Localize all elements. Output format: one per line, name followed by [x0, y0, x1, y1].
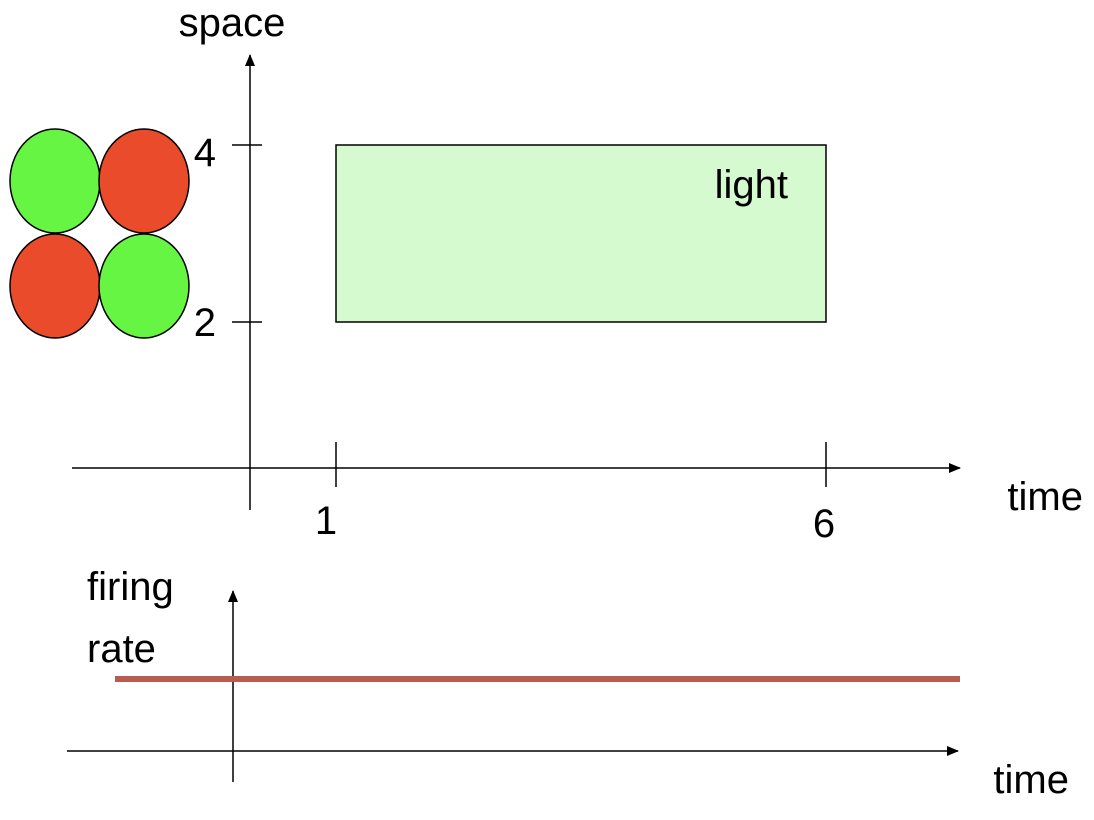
receptive-field: [9, 128, 190, 339]
space-axis-label: space: [179, 1, 286, 45]
firing-rate-label-line1: firing: [87, 565, 174, 609]
x-tick-label-1: 1: [315, 499, 337, 543]
time-axis-bottom-label: time: [993, 758, 1069, 802]
firing-rate-label-line2: rate: [87, 627, 156, 671]
y-tick-label-4: 4: [194, 131, 216, 175]
light-label: light: [715, 163, 788, 207]
y-tick-label-2: 2: [194, 301, 216, 345]
bottom-plot: firing rate time: [67, 565, 1069, 802]
rf-cell-bottom-left: [9, 233, 101, 339]
rf-cell-bottom-right: [98, 233, 190, 339]
top-plot: light space 4 2 time 1 6: [72, 1, 1083, 546]
rf-cell-top-left: [9, 128, 101, 234]
light-stimulus-rect: [335, 144, 827, 323]
x-tick-label-6: 6: [813, 502, 835, 546]
time-axis-top-label: time: [1007, 475, 1083, 519]
rf-cell-top-right: [98, 128, 190, 234]
